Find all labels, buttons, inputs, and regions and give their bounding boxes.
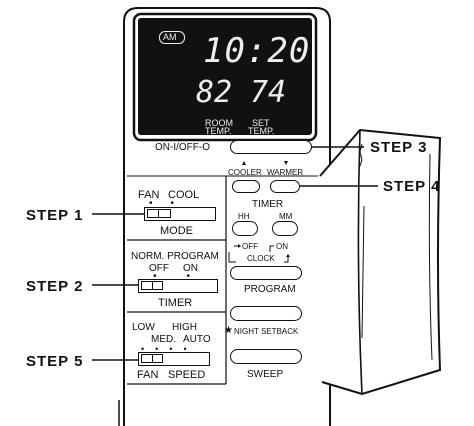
clock-diagram-clock: CLOCK [247,254,275,263]
step-4-callout: STEP 4 [383,178,441,195]
fan-speed-label-speed: SPEED [168,369,206,381]
mm-label: MM [279,212,293,221]
step-5-callout: STEP 5 [26,353,84,370]
power-label: ON-I/OFF-O [155,142,210,153]
sweep-button[interactable] [230,349,302,364]
star-icon: ★ [224,325,233,336]
step-3-callout: STEP 3 [370,139,428,156]
cooler-button[interactable] [232,180,260,193]
timer-switch-track[interactable] [138,279,218,293]
night-setback-button[interactable] [230,306,302,321]
fan-option-auto: AUTO [183,334,211,345]
fan-option-high: HIGH [172,322,197,333]
mode-detent-dots: •• [149,198,193,209]
step-1-callout: STEP 1 [26,207,84,224]
am-indicator [159,31,185,44]
room-temp-label-line1: ROOM [205,118,233,128]
clock-diagram-on: ON [276,242,288,251]
set-temp-label-line1: SET [252,118,270,128]
mode-label: MODE [160,225,193,237]
power-button[interactable] [230,140,312,154]
fan-option-med: MED. [151,334,176,345]
minute-button[interactable] [272,221,298,236]
timer-heading: TIMER [252,199,284,210]
hour-button[interactable] [232,221,258,236]
timer-detent-dots: •• [153,271,221,282]
fan-speed-switch-track[interactable] [138,352,210,366]
step-2-callout: STEP 2 [26,278,84,295]
warmer-label: WARMER [267,168,304,177]
mode-switch-track[interactable] [144,207,216,221]
timer-option-on: ON [183,263,198,274]
timer-switch-knob[interactable] [141,281,163,290]
fan-speed-switch-knob[interactable] [141,354,163,363]
fan-detent-dots: •••• [141,344,198,354]
clock-readout: 10:20 [203,31,311,71]
timer-switch-heading: NORM. PROGRAM [131,251,219,262]
am-badge: AM [163,32,177,42]
room-temp-label-line2: TEMP. [205,126,232,136]
cooler-label: COOLER [228,168,262,177]
timer-option-off: OFF [149,263,169,274]
program-button[interactable] [230,266,302,280]
sweep-label: SWEEP [247,369,284,380]
fan-option-low: LOW [132,322,155,333]
set-temp-label-line2: TEMP. [248,126,275,136]
timer-switch-label: TIMER [158,297,193,309]
warmer-button[interactable] [270,180,300,193]
mode-option-fan: FAN [138,189,160,201]
mode-option-cool: COOL [168,189,200,201]
program-label: PROGRAM [244,284,296,295]
lcd-screen [138,18,312,135]
mode-switch-knob[interactable] [147,209,171,218]
room-temp-readout: 82 [196,75,233,110]
set-temp-readout: 74 [250,75,287,110]
night-setback-label: NIGHT SETBACK [234,327,299,336]
fan-speed-label-fan: FAN [137,369,159,381]
clock-diagram-off: OFF [242,242,258,251]
hh-label: HH [238,212,250,221]
